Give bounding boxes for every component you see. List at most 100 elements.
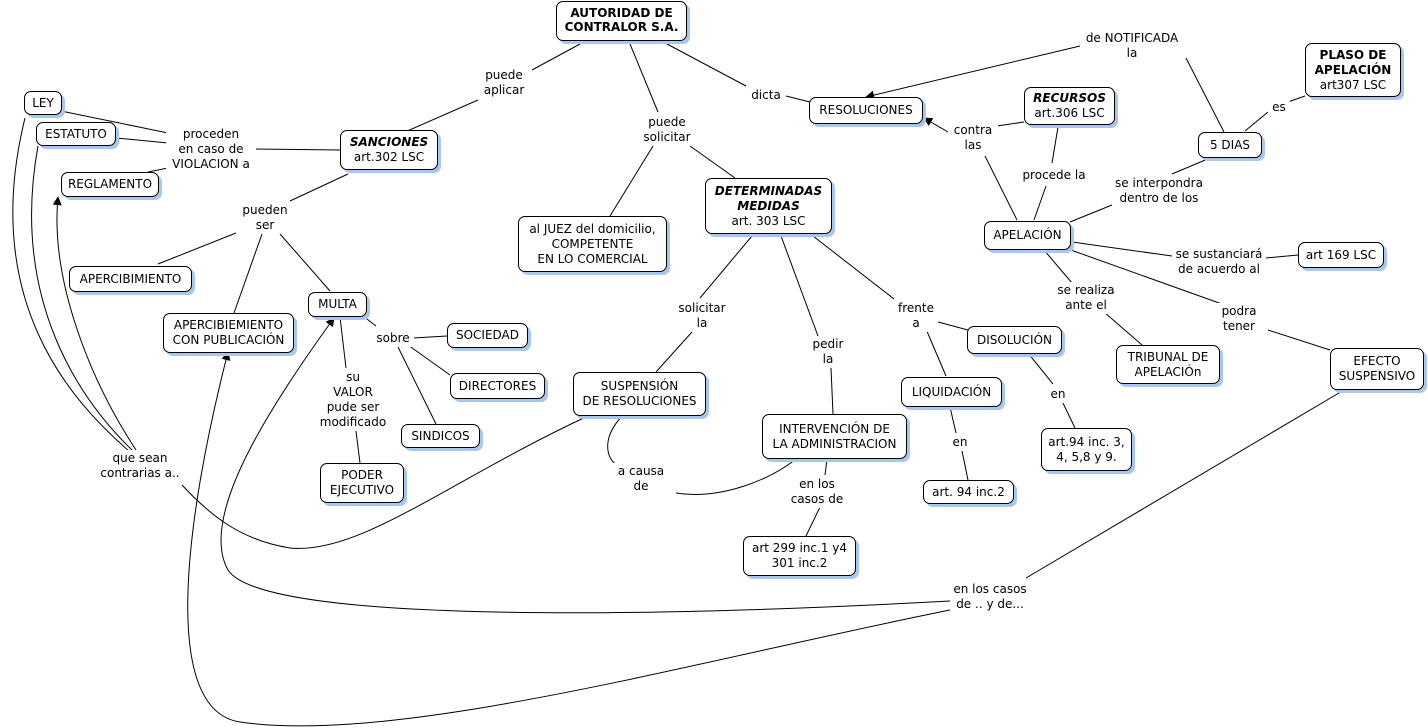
link-sanciones-proceden xyxy=(251,148,341,151)
link-suspension-que-sean xyxy=(181,415,589,549)
link-en-los-casos-art299 xyxy=(805,506,821,537)
concept-resoluciones[interactable]: RESOLUCIONES xyxy=(809,97,923,124)
link-se-sustanciara-art169 xyxy=(1265,254,1299,259)
link-sobre-directores xyxy=(407,344,451,376)
link-se-realiza-tribunal xyxy=(1103,311,1143,346)
phrase-pueden-ser: pueden ser xyxy=(238,202,292,234)
phrase-a-causa-de: a causa de xyxy=(612,463,670,495)
link-puede-solicitar-juez xyxy=(609,145,654,217)
link-que-sean-reglamento xyxy=(52,196,137,451)
phrase-es: es xyxy=(1268,98,1290,116)
concept-disolucion[interactable]: DISOLUCIÓN xyxy=(967,326,1062,354)
concept-poder-ejecutivo[interactable]: PODER EJECUTIVO xyxy=(320,463,404,503)
phrase-que-sean: que sean contrarias a.. xyxy=(96,450,184,482)
concept-apercibimiento-publicacion-text: APERCIBIEMIENTO CON PUBLICACIÓN xyxy=(172,318,285,347)
link-a-causa-intervencion xyxy=(675,458,797,495)
phrase-sobre: sobre xyxy=(372,329,414,347)
link-puede-aplicar-sanciones xyxy=(404,99,479,133)
link-apelacion-se-interpondra xyxy=(1069,204,1113,223)
concept-reglamento[interactable]: REGLAMENTO xyxy=(61,172,159,197)
link-determinadas-frente-a xyxy=(812,235,895,300)
link-que-sean-ley xyxy=(12,117,131,453)
concept-sindicos[interactable]: SINDICOS xyxy=(401,424,480,448)
link-autoridad-puede-solicitar xyxy=(629,43,659,113)
link-apelacion-se-sustanciara xyxy=(1071,241,1173,257)
link-recursos-contra-las xyxy=(996,121,1025,127)
concept-intervencion[interactable]: INTERVENCIÓN DE LA ADMINISTRACION xyxy=(762,414,907,459)
link-es-5dias xyxy=(1244,111,1269,132)
link-frente-a-disolucion xyxy=(937,321,969,331)
concept-determinadas[interactable]: DETERMINADAS MEDIDAS art. 303 LSC xyxy=(705,178,832,234)
link-su-valor-poder xyxy=(355,430,361,464)
phrase-procede-la: procede la xyxy=(1018,166,1090,184)
link-pedir-la-intervencion xyxy=(830,367,834,415)
link-en-los-casos-aperc-pub xyxy=(187,351,951,727)
concept-apercibimiento[interactable]: APERCIBIMIENTO xyxy=(69,266,192,292)
link-apelacion-podra-tener xyxy=(1067,248,1223,305)
link-efecto-en-los-casos xyxy=(1025,389,1345,579)
concept-sanciones[interactable]: SANCIONES art.302 LSC xyxy=(340,130,438,170)
concept-art-94-inc-2-text: art. 94 inc.2 xyxy=(932,484,1005,499)
link-solicitar-la-suspension xyxy=(655,331,693,373)
concept-tribunal[interactable]: TRIBUNAL DE APELACIÓn xyxy=(1116,345,1220,384)
concept-plaso[interactable]: PLASO DE APELACIÓN art307 LSC xyxy=(1305,43,1401,97)
concept-5-dias[interactable]: 5 DIAS xyxy=(1198,132,1262,158)
concept-plaso-sub: art307 LSC xyxy=(1319,77,1387,92)
concept-sanciones-title: SANCIONES xyxy=(349,135,429,149)
concept-tribunal-text: TRIBUNAL DE APELACIÓn xyxy=(1127,349,1209,379)
concept-sociedad-text: SOCIEDAD xyxy=(455,328,520,342)
link-apelacion-se-realiza xyxy=(1043,249,1073,284)
concept-art-299[interactable]: art 299 inc.1 y4 301 inc.2 xyxy=(743,536,856,576)
concept-directores[interactable]: DIRECTORES xyxy=(450,373,545,399)
concept-suspension[interactable]: SUSPENSIÓN DE RESOLUCIONES xyxy=(573,372,706,416)
link-estatuto-proceden xyxy=(115,137,169,144)
link-frente-a-liquidacion xyxy=(925,328,947,377)
concept-estatuto[interactable]: ESTATUTO xyxy=(36,122,116,146)
link-recursos-procede-la xyxy=(1051,126,1059,164)
concept-efecto-suspensivo[interactable]: EFECTO SUSPENSIVO xyxy=(1330,348,1424,390)
concept-multa-text: MULTA xyxy=(318,297,357,311)
concept-resoluciones-text: RESOLUCIONES xyxy=(819,103,913,117)
phrase-puede-aplicar: puede aplicar xyxy=(476,67,532,99)
phrase-frente-a: frente a xyxy=(894,300,938,332)
link-notificada-5dias xyxy=(1185,57,1225,133)
concept-art-169[interactable]: art 169 LSC xyxy=(1298,242,1384,268)
concept-juez[interactable]: al JUEZ del domicilio, COMPETENTE EN LO … xyxy=(518,216,667,272)
concept-plaso-title: PLASO DE APELACIÓN xyxy=(1314,47,1392,77)
link-autoridad-dicta xyxy=(666,43,747,87)
link-podra-tener-efecto xyxy=(1267,329,1331,351)
link-que-sean-estatuto xyxy=(31,145,134,452)
link-intervencion-en-los-casos xyxy=(824,458,828,476)
concept-recursos[interactable]: RECURSOS art.306 LSC xyxy=(1024,87,1115,125)
concept-liquidacion[interactable]: LIQUIDACIÓN xyxy=(901,377,1002,407)
phrase-en-los-casos-y-de: en los casos de .. y de... xyxy=(950,580,1030,614)
concept-autoridad[interactable]: AUTORIDAD DE xyxy=(556,1,687,41)
link-pueden-ser-apercibimiento xyxy=(157,232,237,265)
concept-juez-text: al JUEZ del domicilio, COMPETENTE EN LO … xyxy=(529,221,656,266)
concept-apercibimiento-publicacion[interactable]: APERCIBIEMIENTO CON PUBLICACIÓN xyxy=(163,313,294,353)
concept-poder-ejecutivo-text: PODER EJECUTIVO xyxy=(329,468,395,497)
concept-efecto-suspensivo-text: EFECTO SUSPENSIVO xyxy=(1338,354,1416,383)
concept-sociedad[interactable]: SOCIEDAD xyxy=(447,323,528,348)
concept-liquidacion-text: LIQUIDACIÓN xyxy=(911,384,992,399)
concept-apercibimiento-text: APERCIBIMIENTO xyxy=(79,271,182,286)
link-en-los-casos-multa xyxy=(220,317,951,614)
concept-reglamento-text: REGLAMENTO xyxy=(67,177,153,191)
concept-directores-text: DIRECTORES xyxy=(458,378,537,393)
concept-determinadas-sub: art. 303 LSC xyxy=(731,213,806,228)
link-multa-sobre xyxy=(362,315,377,327)
concept-multa[interactable]: MULTA xyxy=(308,292,367,317)
phrase-pedir-la: pedir la xyxy=(808,336,848,368)
concept-art-94-inc-3[interactable]: art.94 inc. 3, 4, 5,8 y 9. xyxy=(1041,428,1132,471)
phrase-se-realiza: se realiza ante el xyxy=(1054,282,1118,314)
link-sobre-sociedad xyxy=(412,335,448,339)
concept-recursos-sub: art.306 LSC xyxy=(1034,106,1105,120)
link-en-art94inc3 xyxy=(1062,402,1076,429)
link-sanciones-pueden-ser xyxy=(289,173,349,202)
concept-apelacion-text: APELACIÓN xyxy=(993,228,1062,242)
concept-apelacion[interactable]: APELACIÓN xyxy=(984,221,1071,250)
concept-estatuto-text: ESTATUTO xyxy=(45,126,107,141)
concept-art-94-inc-2[interactable]: art. 94 inc.2 xyxy=(923,480,1014,504)
concept-ley[interactable]: LEY xyxy=(24,91,62,115)
